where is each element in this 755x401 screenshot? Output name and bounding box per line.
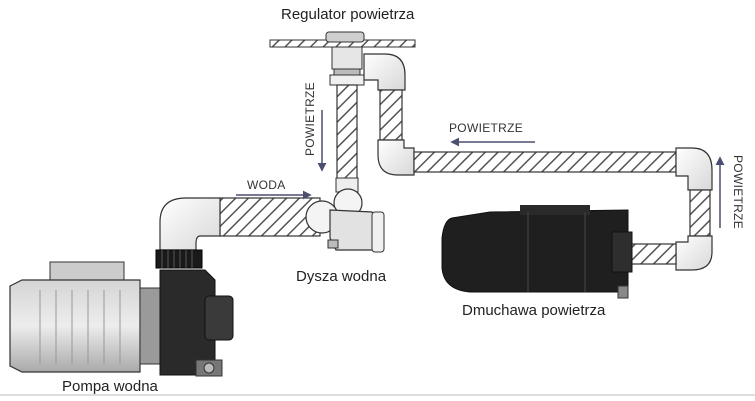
air-flow-label-vertical: POWIETRZE <box>303 82 317 157</box>
air-regulator <box>269 31 416 91</box>
water-nozzle-label: Dysza wodna <box>296 268 387 285</box>
air-pipe-top <box>413 151 677 173</box>
water-pump <box>9 261 234 377</box>
water-pump-label: Pompa wodna <box>62 378 158 395</box>
water-pipe <box>219 197 321 237</box>
air-flow-label-right: POWIETRZE <box>731 155 745 230</box>
air-blower <box>441 205 633 299</box>
air-regulator-label: Regulator powietrza <box>281 6 415 23</box>
air-pipe-vertical <box>336 84 358 181</box>
air-flow-label-top: POWIETRZE <box>449 121 524 135</box>
air-blower-label: Dmuchawa powietrza <box>462 302 606 319</box>
water-flow-label: WODA <box>247 178 286 192</box>
water-nozzle <box>305 177 385 253</box>
